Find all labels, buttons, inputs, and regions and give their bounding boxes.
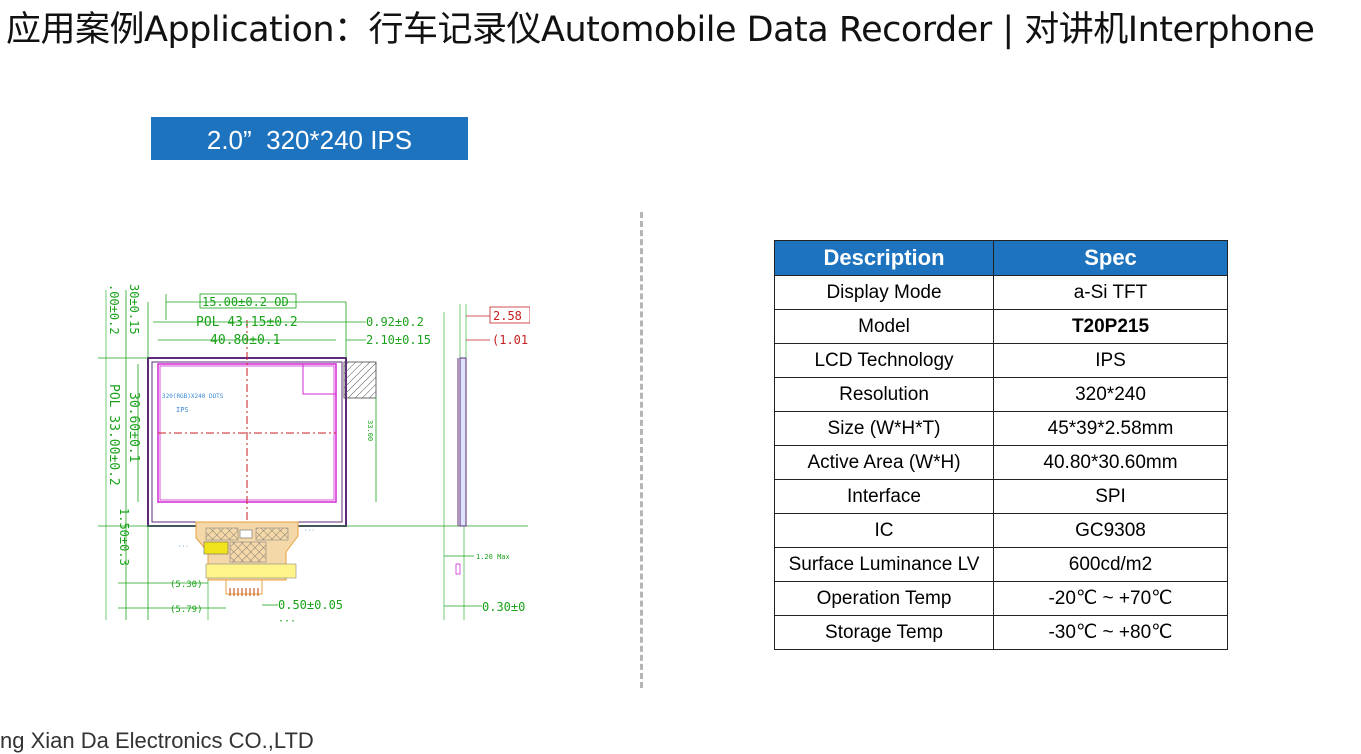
fpc-note-left: ··· (178, 543, 189, 550)
dim-r1: 0.92±0.2 (366, 315, 424, 329)
row-spec: IPS (993, 343, 1228, 378)
dim-max: 1.20 Max (476, 553, 510, 561)
dim-side-t: 2.58 (493, 309, 522, 323)
fpc-note-right: ··· (304, 527, 315, 534)
row-spec: T20P215 (993, 309, 1228, 344)
side-view (459, 357, 467, 527)
header-description: Description (774, 240, 994, 276)
row-desc: Display Mode (774, 275, 994, 310)
row-desc: Active Area (W*H) (774, 445, 994, 480)
row-desc: Storage Temp (774, 615, 994, 650)
table-row: Storage Temp-30℃ ~ +80℃ (774, 615, 1228, 650)
dim-fpc2: (5.79) (170, 605, 203, 615)
row-desc: Model (774, 309, 994, 344)
row-spec: 320*240 (993, 377, 1228, 412)
row-spec: -30℃ ~ +80℃ (993, 615, 1228, 650)
row-desc: Size (W*H*T) (774, 411, 994, 446)
row-desc: IC (774, 513, 994, 548)
dim-bottom: 1.50±0.3 (117, 508, 131, 566)
dim-r2: 2.10±0.15 (366, 333, 431, 347)
table-row: Operation Temp-20℃ ~ +70℃ (774, 581, 1228, 616)
row-spec: SPI (993, 479, 1228, 514)
model-badge: 2.0” 320*240 IPS (151, 117, 468, 160)
dim-pitch: 0.30±0 (482, 600, 525, 614)
row-desc: Resolution (774, 377, 994, 412)
row-spec: -20℃ ~ +70℃ (993, 581, 1228, 616)
dim-fpc1: (5.30) (170, 580, 203, 590)
row-spec: 40.80*30.60mm (993, 445, 1228, 480)
table-row: Active Area (W*H)40.80*30.60mm (774, 445, 1228, 480)
dim-pin: 0.50±0.05 (278, 598, 343, 612)
row-desc: Surface Luminance LV (774, 547, 994, 582)
dashed-divider (640, 212, 643, 688)
dim-aa-w: 40.80±0.1 (210, 333, 280, 348)
dim-pol-h: POL 33.00±0.2 (106, 384, 121, 486)
dim-top-od: 15.00±0.2 OD (202, 295, 289, 309)
lcd-mechanical-drawing: 320(RGB)X240 DOTS IPS 33.00 15.00±0.2 OD… (98, 284, 530, 622)
lcd-note-2: IPS (176, 406, 189, 414)
row-desc: LCD Technology (774, 343, 994, 378)
lcd-note-1: 320(RGB)X240 DOTS (162, 393, 224, 400)
company-footer: ng Xian Da Electronics CO.,LTD (0, 728, 314, 753)
row-spec: a-Si TFT (993, 275, 1228, 310)
row-desc: Interface (774, 479, 994, 514)
dim-pin-extra: ··· (278, 616, 296, 622)
dim-side-t2: (1.01 (492, 333, 528, 347)
dim-inner-h: 33.00 (366, 420, 374, 441)
dim-pol-w: POL 43.15±0.2 (196, 315, 298, 330)
table-row: Size (W*H*T)45*39*2.58mm (774, 411, 1228, 446)
page-title: 应用案例Application：行车记录仪Automobile Data Rec… (6, 10, 1315, 50)
row-desc: Operation Temp (774, 581, 994, 616)
table-header-row: Description Spec (774, 240, 1228, 276)
dim-left2: .00±0.2 (107, 284, 121, 335)
dim-aa-h: 30.60±0.1 (126, 392, 141, 462)
header-spec: Spec (993, 240, 1228, 276)
row-spec: GC9308 (993, 513, 1228, 548)
row-spec: 600cd/m2 (993, 547, 1228, 582)
dim-left1: 30±0.15 (127, 284, 141, 335)
row-spec: 45*39*2.58mm (993, 411, 1228, 446)
